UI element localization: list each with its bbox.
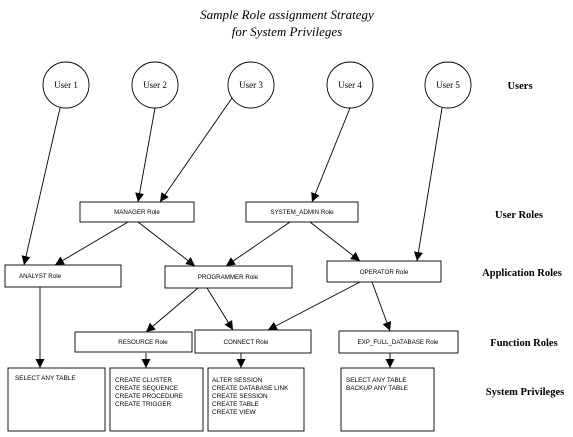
- exp-full-database-role-label: EXP_FULL_DATABASE Role: [358, 339, 439, 346]
- operator-role-label: OPERATOR Role: [360, 269, 409, 276]
- system-admin-role-label: SYSTEM_ADMIN Role: [270, 209, 334, 216]
- resource-privilege: CREATE SEQUENCE: [115, 385, 178, 392]
- operator-role-node: OPERATOR Role: [326, 260, 442, 283]
- user-5-label: User 5: [436, 80, 460, 90]
- user-4-node: User 4: [326, 61, 374, 109]
- edge-sysadmin-programmer: [225, 221, 291, 267]
- user-1-node: User 1: [42, 61, 90, 109]
- tier-label-user-roles: User Roles: [495, 210, 543, 221]
- resource-role-node: RESOURCE Role: [74, 331, 193, 353]
- edge-user5-operator: [414, 107, 443, 262]
- resource-privileges-box: CREATE CLUSTER CREATE SEQUENCE CREATE PR…: [109, 367, 204, 432]
- analyst-role-node: ANALYST Role: [4, 264, 122, 288]
- user-1-label: User 1: [54, 80, 78, 90]
- tier-label-function-roles: Function Roles: [490, 338, 557, 349]
- analyst-privilege: SELECT ANY TABLE: [15, 375, 76, 382]
- resource-privilege: CREATE CLUSTER: [115, 377, 172, 384]
- edge-user1-analyst: [21, 107, 61, 266]
- manager-role-label: MANAGER Role: [114, 209, 160, 216]
- manager-role-node: MANAGER Role: [79, 201, 195, 223]
- programmer-role-label: PROGRAMMER Role: [198, 274, 259, 281]
- edge-operator-exp: [371, 281, 392, 332]
- connect-privilege: CREATE SESSION: [212, 393, 268, 400]
- exp-full-database-role-node: EXP_FULL_DATABASE Role: [338, 330, 459, 354]
- analyst-role-label: ANALYST Role: [19, 273, 62, 280]
- resource-privilege: CREATE PROCEDURE: [115, 393, 183, 400]
- connect-privilege: CREATE TABLE: [212, 401, 259, 408]
- user-3-node: User 3: [227, 61, 275, 109]
- tier-label-system-privileges: System Privileges: [486, 387, 564, 398]
- connect-privilege: CREATE VIEW: [212, 409, 257, 416]
- edge-operator-connect: [267, 281, 361, 331]
- edges: [21, 97, 443, 368]
- edge-programmer-resource: [145, 287, 199, 333]
- user-3-label: User 3: [239, 80, 263, 90]
- system-admin-role-node: SYSTEM_ADMIN Role: [245, 201, 359, 223]
- diagram-title-line1: Sample Role assignment Strategy: [200, 7, 374, 22]
- edge-user4-sysadmin: [311, 107, 351, 203]
- exp-full-database-privileges-box: SELECT ANY TABLE BACKUP ANY TABLE: [340, 367, 435, 432]
- connect-role-label: CONNECT Role: [224, 339, 269, 346]
- edge-programmer-connect: [206, 287, 234, 331]
- user-4-label: User 4: [338, 80, 362, 90]
- edge-sysadmin-operator: [309, 221, 361, 262]
- edge-user3-manager: [159, 97, 233, 203]
- resource-role-label: RESOURCE Role: [118, 339, 168, 346]
- resource-privilege: CREATE TRIGGER: [115, 401, 172, 408]
- connect-role-node: CONNECT Role: [194, 329, 312, 354]
- tier-label-users: Users: [507, 81, 532, 92]
- user-2-label: User 2: [143, 80, 167, 90]
- exp-full-database-privilege: BACKUP ANY TABLE: [346, 385, 408, 392]
- connect-privileges-box: ALTER SESSION CREATE DATABASE LINK CREAT…: [207, 367, 305, 432]
- edge-manager-analyst: [54, 221, 129, 266]
- analyst-privileges-box: SELECT ANY TABLE: [7, 367, 106, 432]
- user-2-node: User 2: [131, 61, 179, 109]
- programmer-role-node: PROGRAMMER Role: [164, 265, 293, 289]
- exp-full-database-privilege: SELECT ANY TABLE: [346, 377, 407, 384]
- edge-user2-manager: [135, 107, 156, 203]
- tier-label-application-roles: Application Roles: [482, 268, 562, 279]
- connect-privilege: CREATE DATABASE LINK: [212, 385, 289, 392]
- edge-manager-programmer: [137, 221, 196, 267]
- diagram-title-line2: for System Privileges: [232, 24, 342, 39]
- user-5-node: User 5: [424, 61, 472, 109]
- connect-privilege: ALTER SESSION: [212, 377, 263, 384]
